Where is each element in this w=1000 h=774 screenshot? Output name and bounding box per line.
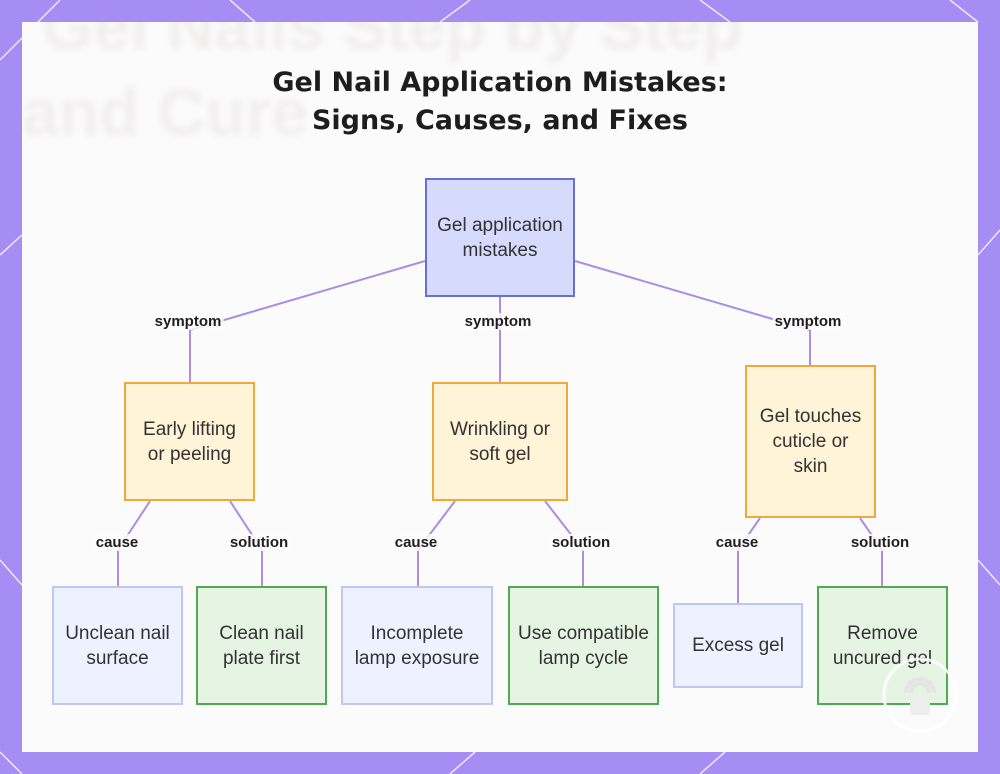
title-line1: Gel Nail Application Mistakes: [272,67,728,98]
symptom-node-1: Early lifting or peeling [124,382,255,501]
edge-root-symptom-1 [189,260,426,382]
fix-node-label: Remove uncured gel [832,622,933,669]
cause-node-1: Unclean nail surface [52,586,183,705]
root-node: Gel application mistakes [425,178,575,297]
fix-node-2: Use compatible lamp cycle [508,586,659,705]
symptom-node-3: Gel touches cuticle or skin [745,365,876,518]
edge-symptom3-cause [737,517,761,603]
edge-label-solution: solution [549,534,613,551]
fix-node-label: Clean nail plate first [219,622,304,669]
cause-node-label: Unclean nail surface [65,622,170,669]
symptom-node-label: Wrinkling or soft gel [450,418,550,465]
lock-icon [882,657,958,733]
edge-label-symptom: symptom [152,313,224,330]
cause-node-3: Excess gel [673,603,803,688]
edge-label-cause: cause [93,534,141,551]
title-line2: Signs, Causes, and Fixes [311,105,688,136]
symptom-node-2: Wrinkling or soft gel [432,382,568,501]
background-text-line2: and Cure [22,75,309,149]
edge-label-solution: solution [848,534,912,551]
edge-label-solution: solution [227,534,291,551]
edge-label-cause: cause [392,534,440,551]
cause-node-label: Incomplete lamp exposure [354,622,480,669]
diagram-title: Gel Nail Application Mistakes: Signs, Ca… [0,64,1000,140]
edge-label-cause: cause [713,534,761,551]
fix-node-label: Use compatible lamp cycle [518,622,649,669]
cause-node-2: Incomplete lamp exposure [341,586,493,705]
edge-symptom3-fix [859,517,883,586]
symptom-node-label: Early lifting or peeling [143,418,236,465]
fix-node-1: Clean nail plate first [196,586,327,705]
edge-label-symptom: symptom [462,313,534,330]
root-node-label: Gel application mistakes [437,214,563,261]
symptom-node-label: Gel touches cuticle or skin [759,406,862,477]
background-text-line1: Gel Nails Step by Step [42,22,743,63]
edge-root-symptom-3 [574,260,811,365]
cause-node-label: Excess gel [692,635,784,656]
edge-label-symptom: symptom [772,313,844,330]
